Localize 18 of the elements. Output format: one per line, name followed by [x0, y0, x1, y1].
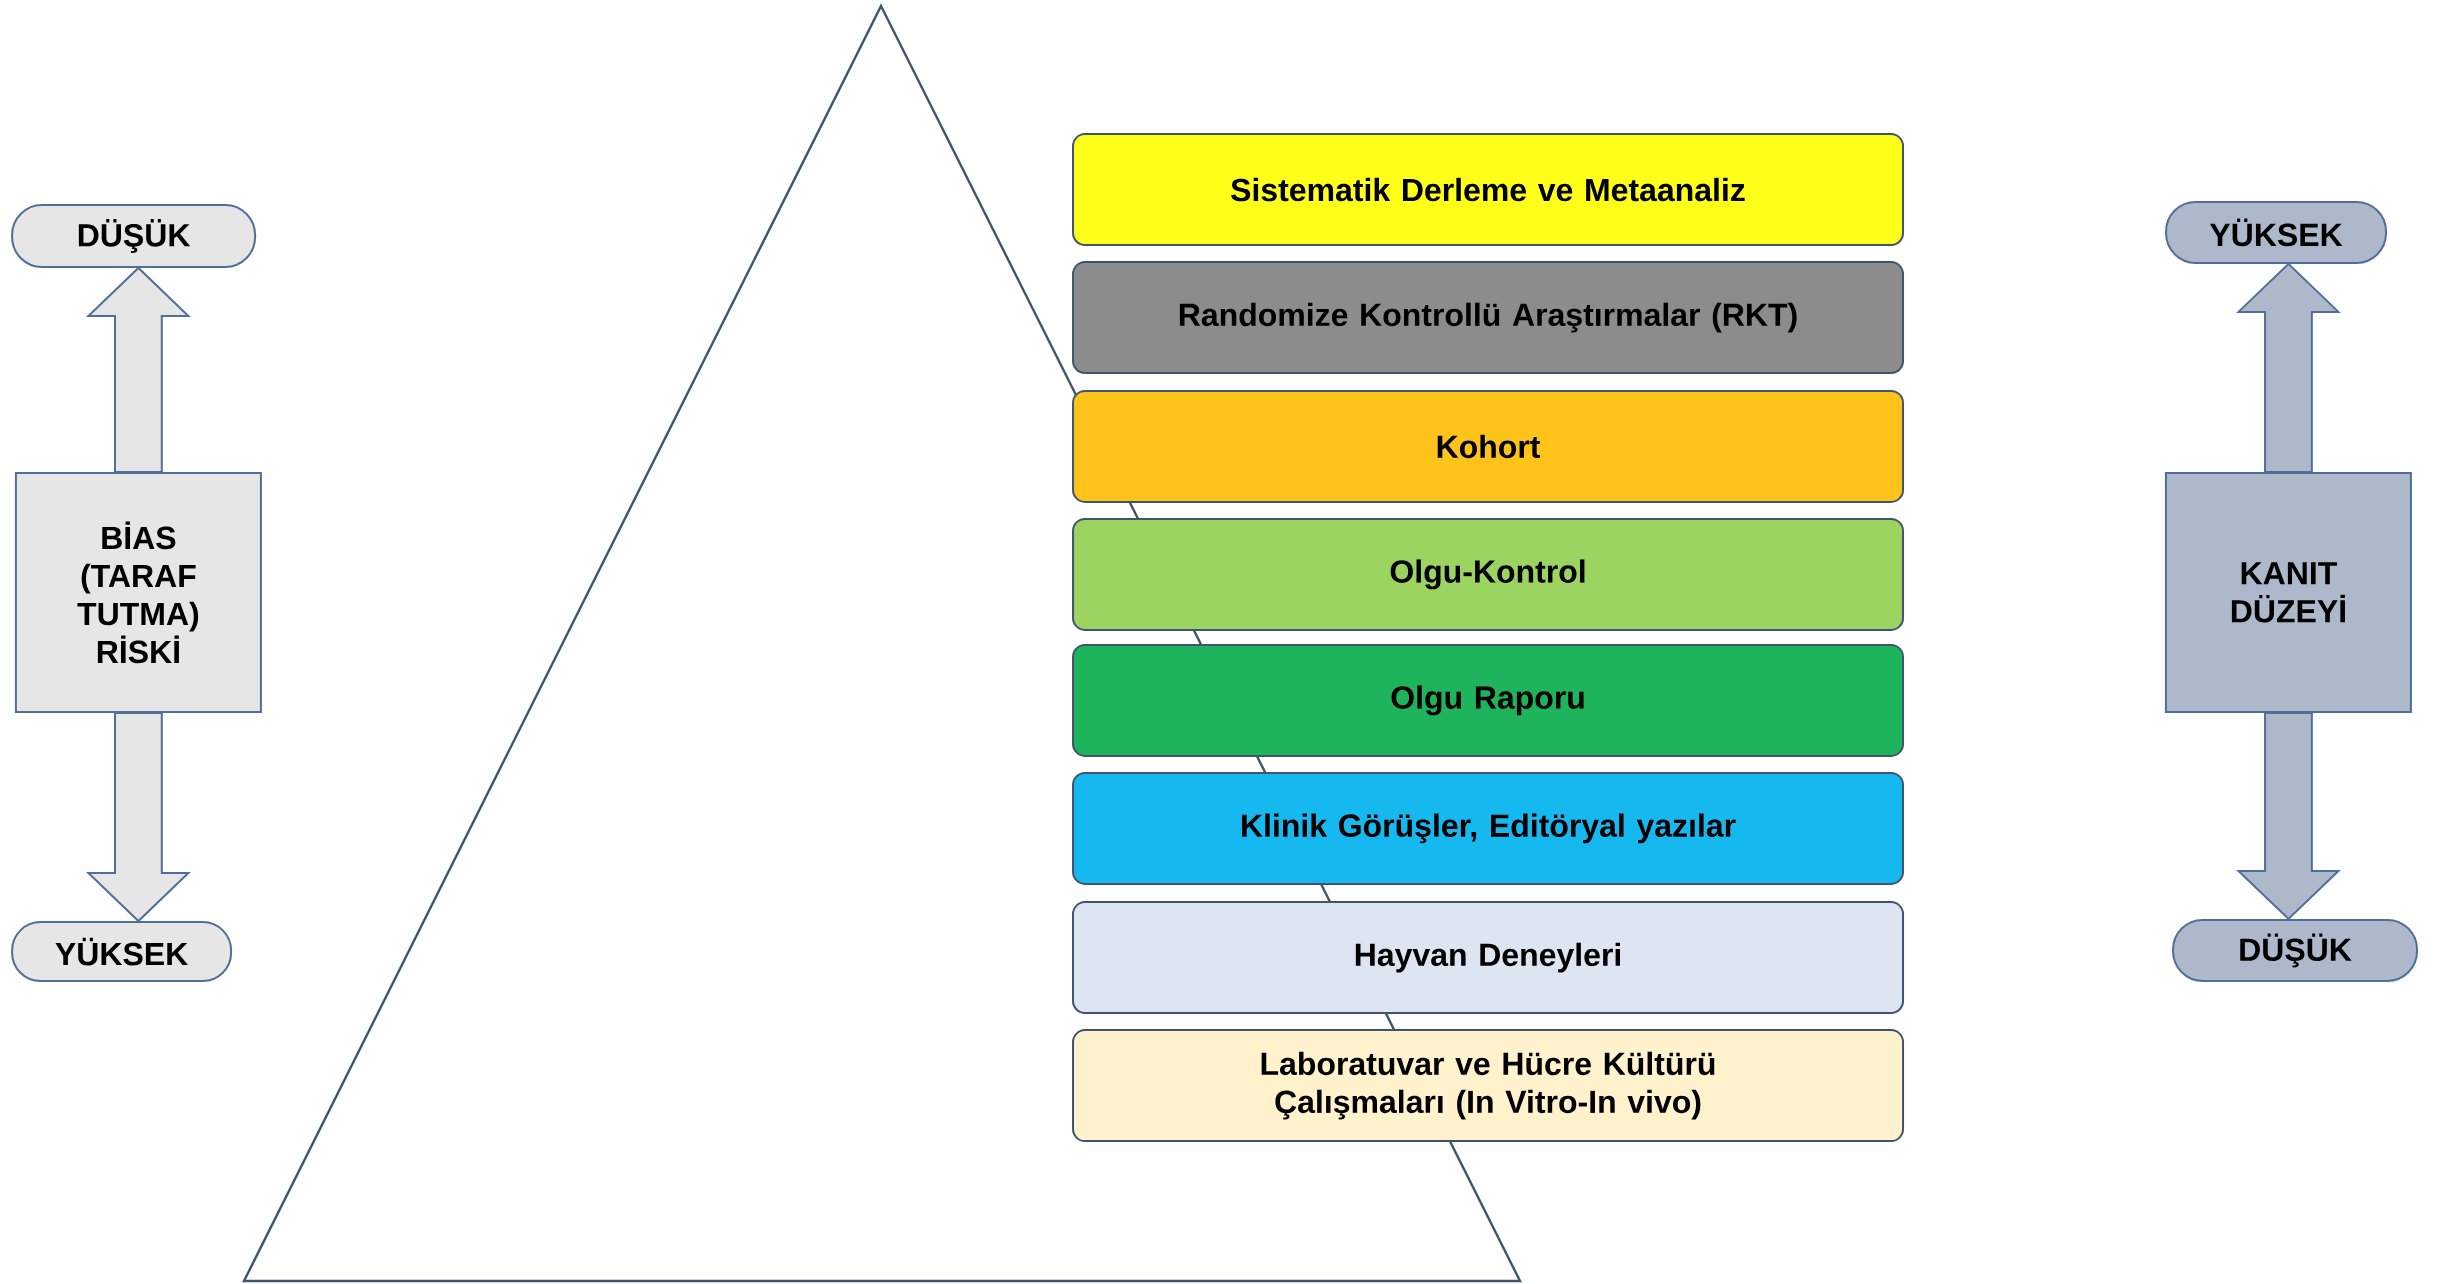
- level-box: Sistematik Derleme ve Metaanaliz: [1072, 133, 1905, 247]
- label-pill: YÜKSEK: [2165, 200, 2388, 264]
- block-arrow: [85, 266, 191, 473]
- block-arrow: [85, 711, 191, 923]
- level-box: Randomize Kontrollü Araştırmalar (RKT): [1072, 261, 1905, 375]
- level-box: Klinik Görüşler, Editöryal yazılar: [1072, 771, 1905, 885]
- level-box: Kohort: [1072, 389, 1905, 503]
- label-box: BİAS (TARAF TUTMA) RİSKİ: [14, 471, 262, 713]
- label-box: KANIT DÜZEYİ: [2164, 471, 2412, 713]
- level-box: Olgu Raporu: [1072, 643, 1905, 757]
- level-box: Olgu-Kontrol: [1072, 517, 1905, 631]
- level-box: Hayvan Deneyleri: [1072, 901, 1905, 1015]
- level-box: Laboratuvar ve Hücre Kültürü Çalışmaları (In Vitro-In vivo): [1072, 1029, 1905, 1143]
- block-arrow: [2235, 262, 2341, 473]
- label-pill: DÜŞÜK: [2172, 918, 2419, 982]
- block-arrow: [2235, 711, 2341, 921]
- label-pill: DÜŞÜK: [11, 204, 257, 268]
- label-pill: YÜKSEK: [11, 921, 233, 983]
